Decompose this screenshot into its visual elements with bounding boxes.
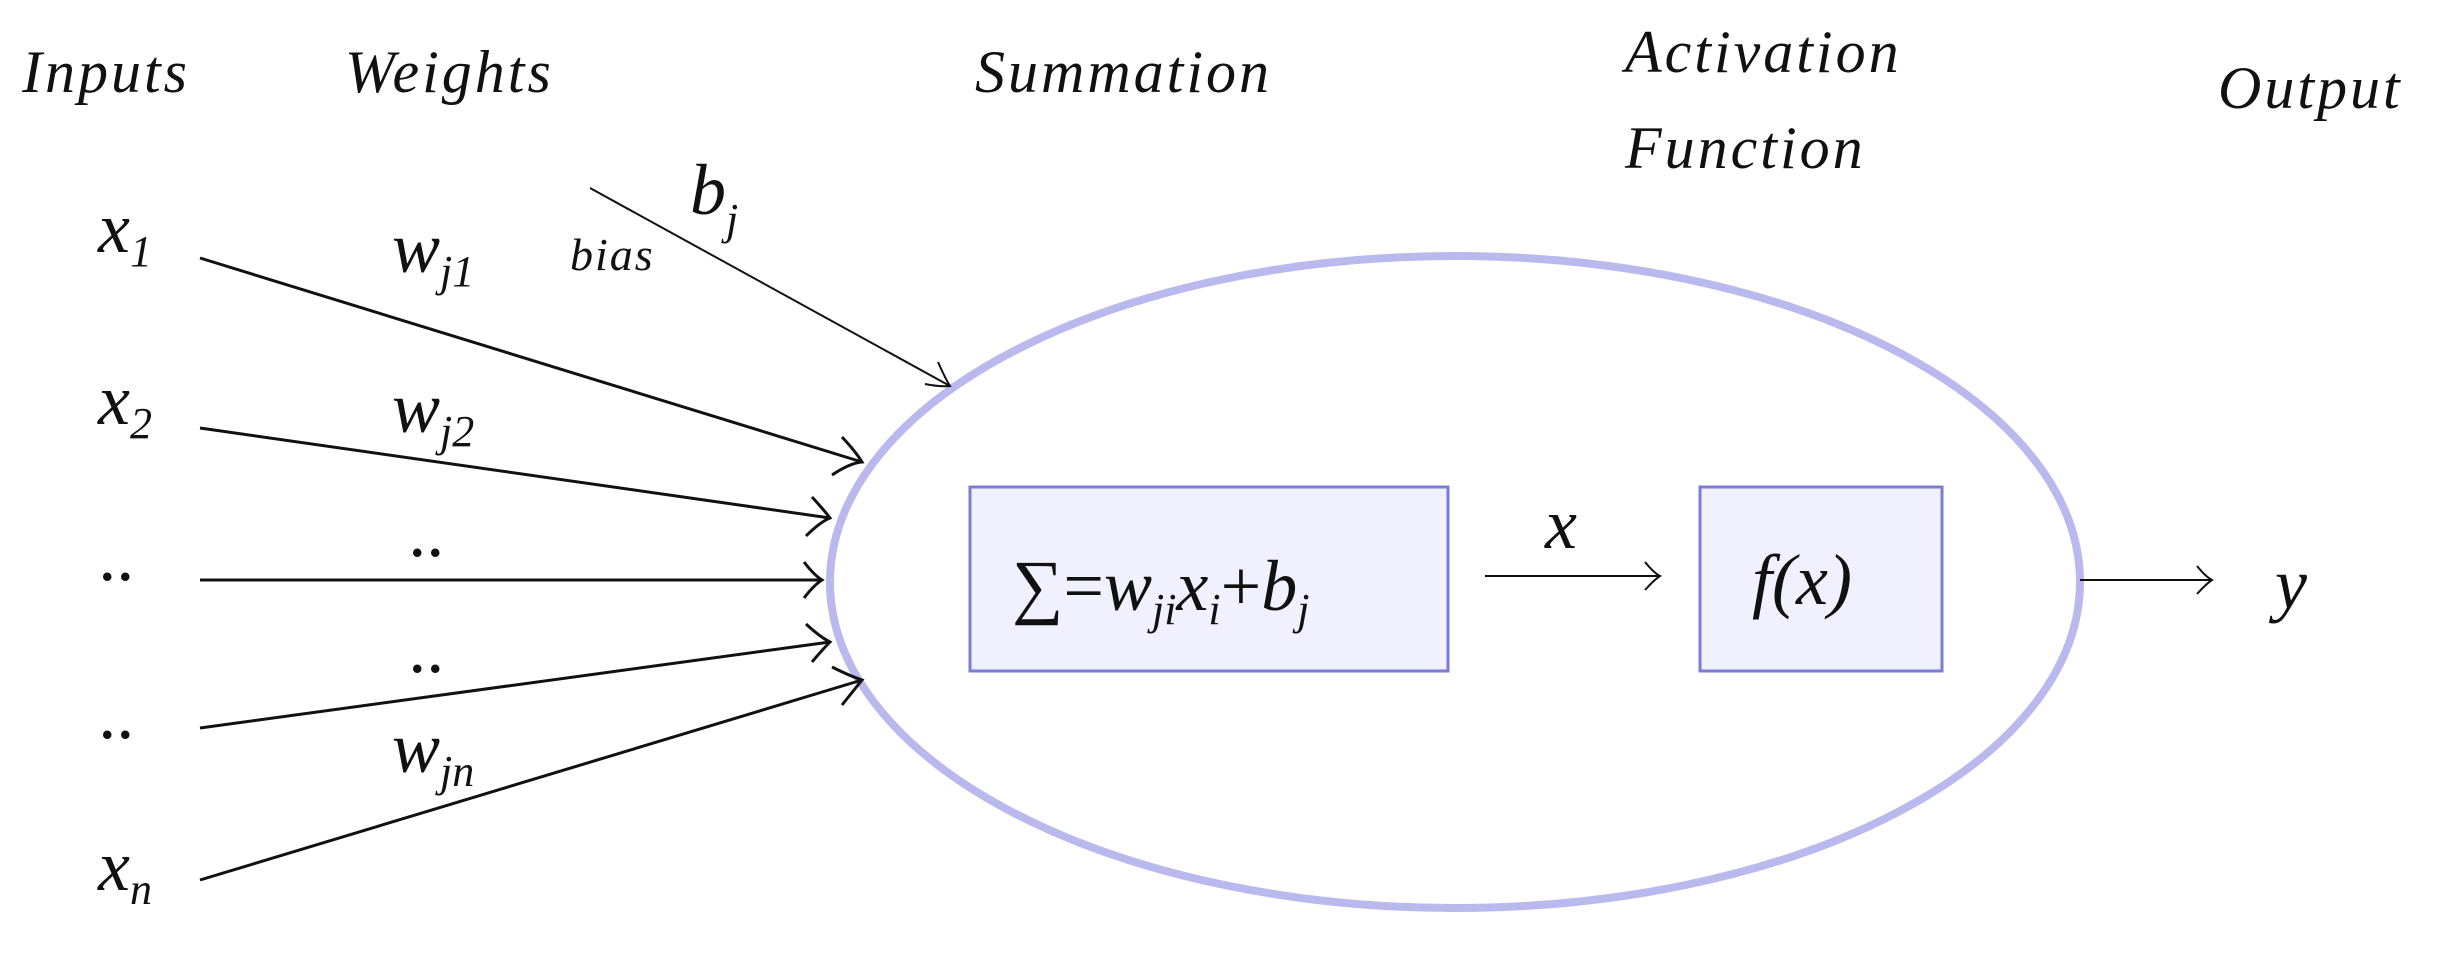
weight-label-5: wjn xyxy=(392,708,474,796)
header-inputs: Inputs xyxy=(21,39,190,105)
bias-text: bias xyxy=(570,229,655,280)
input-line-4 xyxy=(199,640,831,730)
weight-label-3: .. xyxy=(410,492,446,572)
summation-box xyxy=(968,485,1450,673)
activation-formula: f(x) xyxy=(1752,540,1852,620)
input-label-1: x1 xyxy=(97,188,152,276)
input-label-4: .. xyxy=(100,674,136,754)
output-arrowhead xyxy=(2196,565,2214,595)
input-label-3: .. xyxy=(100,516,136,596)
summation-formula: ∑=wjixi+bj xyxy=(1012,546,1309,634)
input-arrowhead-3 xyxy=(802,561,825,599)
input-arrowhead-4 xyxy=(804,622,833,663)
header-weights: Weights xyxy=(345,39,554,105)
activation-box xyxy=(1698,485,1944,673)
intermediate-x-label: x xyxy=(1544,484,1577,564)
header-summation: Summation xyxy=(975,39,1272,105)
input-line-2 xyxy=(199,426,831,520)
header-activation-line1: Activation xyxy=(1621,19,1902,85)
input-arrowhead-2 xyxy=(804,495,833,538)
output-y-label: y xyxy=(2268,544,2307,624)
weight-label-2: wj2 xyxy=(392,368,474,456)
input-arrowhead-5 xyxy=(831,665,865,706)
neuron-body xyxy=(826,252,2084,912)
input-label-5: xn xyxy=(97,826,152,914)
bias-arrowhead xyxy=(924,361,952,388)
intermediate-arrowhead xyxy=(1644,561,1662,591)
header-output: Output xyxy=(2218,55,2403,121)
input-arrowhead-1 xyxy=(831,435,865,477)
input-label-2: x2 xyxy=(97,360,152,448)
weight-label-1: wj1 xyxy=(392,208,474,296)
bias-line xyxy=(589,187,951,387)
header-activation-line2: Function xyxy=(1624,115,1866,181)
input-line-1 xyxy=(199,256,863,464)
weight-label-4: .. xyxy=(410,608,446,688)
input-line-5 xyxy=(199,678,863,882)
bias-symbol: bj xyxy=(690,150,738,244)
